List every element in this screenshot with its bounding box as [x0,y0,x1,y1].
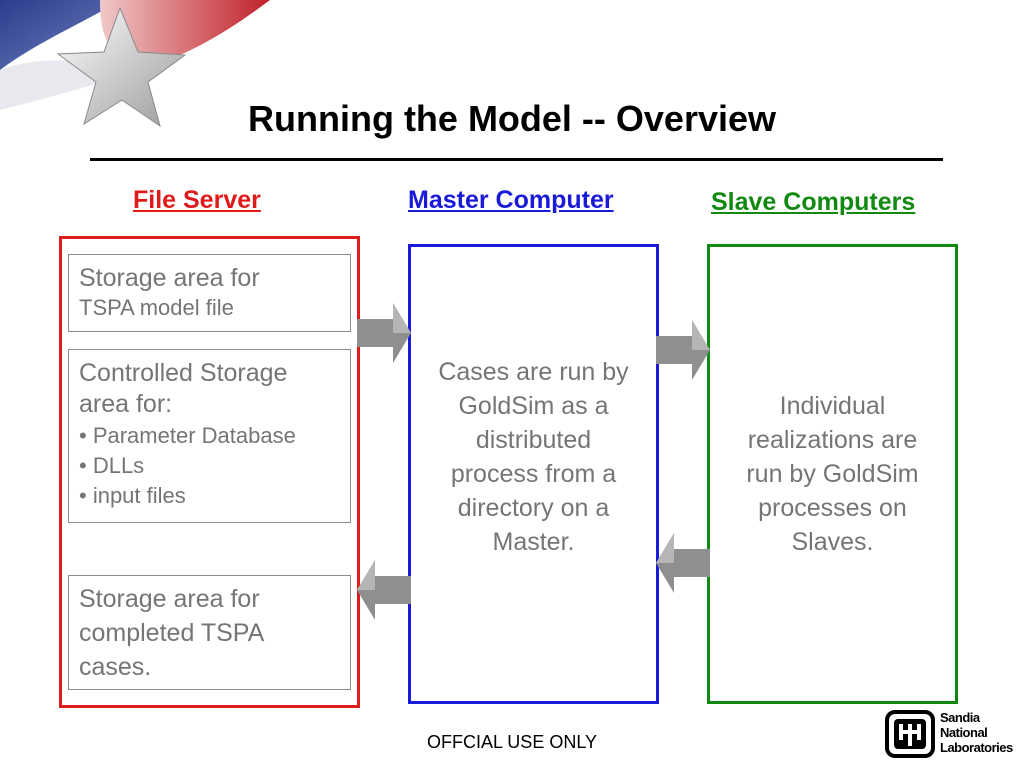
arrow-left-icon [357,560,411,620]
logo-word: Laboratories [940,740,1013,755]
tspa-model-storage-box: Storage area for TSPA model file [68,254,351,332]
master-description: Cases are run by GoldSim as a distribute… [418,355,649,559]
page-title: Running the Model -- Overview [247,98,777,139]
bullet-input-files: • input files [79,483,186,509]
tspa-storage-line2: TSPA model file [79,295,234,321]
controlled-storage-heading2: area for: [79,390,173,419]
slave-text-line: Individual [779,392,886,420]
master-computer-panel [408,244,659,704]
arrow-right-icon [656,320,710,380]
master-text-line: Cases are run by [438,358,629,386]
master-computer-heading: Master Computer [408,186,614,214]
logo-word: Sandia [940,710,980,725]
bullet-parameter-database: • Parameter Database [79,422,296,448]
file-server-heading: File Server [133,186,261,214]
master-text-line: GoldSim as a [458,392,609,420]
completed-storage-line1: Storage area for [79,585,260,613]
master-text-line: distributed [475,426,592,454]
completed-storage-line2: completed TSPA [79,619,265,647]
file-server-panel [59,236,360,708]
footer-classification: OFFCIAL USE ONLY [426,732,598,752]
controlled-storage-heading1: Controlled Storage [79,359,288,387]
controlled-storage-box: Controlled Storage area for: • Parameter… [68,349,351,523]
slave-text-line: Slaves. [791,528,874,556]
master-text-line: directory on a [457,494,610,522]
star-logo-icon [0,0,270,128]
slave-computers-panel [707,244,958,704]
slave-text-line: run by GoldSim [746,460,919,488]
completed-storage-line3: cases. [79,653,152,681]
slave-description: Individual realizations are run by GoldS… [717,389,948,559]
logo-word: National [940,725,988,740]
completed-cases-storage-box: Storage area for completed TSPA cases. [68,575,351,690]
master-text-line: Master. [492,528,575,556]
slave-text-line: realizations are [747,426,918,454]
bullet-dlls: • DLLs [79,452,145,478]
title-divider [90,158,943,161]
slave-text-line: processes on [758,494,907,522]
arrow-right-icon [357,303,411,363]
master-text-line: process from a [450,460,617,488]
arrow-left-icon [656,533,710,593]
sandia-logo-icon [885,710,935,758]
tspa-storage-line1: Storage area for [79,264,260,292]
sandia-logo: Sandia National Laboratories [885,708,1015,760]
slave-computers-heading: Slave Computers [711,188,916,216]
